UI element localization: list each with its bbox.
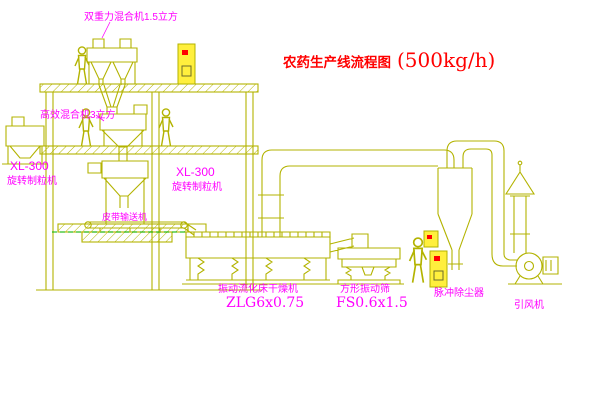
high-efficiency-mixer-body	[99, 104, 148, 161]
rotary-granulator-left	[2, 116, 48, 165]
leader-line-high-eff-mixer	[95, 114, 105, 122]
label-vibrating-sieve: 方形振动筛	[340, 282, 390, 295]
label-granulator-mid-model: XL-300	[176, 165, 215, 179]
exhaust-duct	[258, 149, 455, 237]
double-gravity-mixer-body	[86, 38, 138, 85]
cyclone-body	[437, 167, 473, 270]
dryer-flange-row	[185, 231, 331, 238]
double-gravity-mixer	[86, 38, 138, 85]
label-induced-draft-fan: 引风机	[514, 298, 544, 311]
indicator-light	[427, 235, 432, 239]
label-pulse-dust-collector: 脉冲除尘器	[434, 286, 484, 299]
panel-vent-grille	[181, 65, 192, 77]
floor-slab-top	[39, 83, 259, 93]
fluid-bed-dryer	[185, 223, 331, 281]
dryer-body	[185, 223, 331, 281]
control-panel-top	[177, 43, 196, 85]
label-high-efficiency-mixer: 高效混合机3立方	[40, 108, 116, 121]
building-columns	[36, 92, 262, 291]
label-top-mixer: 双重力混合机1.5立方	[84, 10, 178, 23]
fan-volute	[515, 252, 543, 280]
indicator-light	[182, 50, 188, 55]
rotary-granulator-left-body	[2, 116, 48, 165]
label-fluid-bed-dryer: 振动流化床干燥机	[218, 282, 298, 295]
rotary-granulator-mid	[87, 160, 149, 224]
stack-finial	[517, 160, 523, 166]
label-granulator-left-name: 旋转制粒机	[7, 174, 57, 187]
y-chute	[98, 84, 126, 108]
high-efficiency-mixer	[99, 104, 148, 161]
control-panel-tall-right	[429, 250, 448, 288]
stack-pipe	[504, 165, 536, 253]
control-panel-small-right	[423, 230, 439, 248]
operator-figure-second-floor-right	[158, 108, 174, 147]
exhaust-stack	[504, 160, 536, 253]
panel-vent-grille	[433, 270, 444, 281]
cyclone-outlet-duct	[446, 140, 517, 267]
diagram-title-main: 农药生产线流程图	[282, 54, 391, 70]
conveyor-roller-left	[84, 221, 92, 229]
indicator-light	[434, 256, 440, 261]
rotary-granulator-mid-body	[87, 160, 149, 224]
fan-motor-and-base	[508, 256, 562, 285]
floor-slab-middle	[39, 145, 259, 155]
belt-conveyor	[84, 221, 197, 236]
label-granulator-mid-name: 旋转制粒机	[172, 180, 222, 193]
belt-conveyor-frame	[88, 221, 197, 236]
label-fluid-bed-dryer-model: ZLG6x0.75	[226, 295, 304, 311]
fan-hub	[523, 260, 535, 272]
label-granulator-left-model: XL-300	[10, 159, 49, 173]
leader-line-top-mixer	[101, 21, 111, 39]
label-vibrating-sieve-model: FS0.6x1.5	[336, 295, 408, 311]
induced-draft-fan	[508, 252, 562, 285]
diagram-title-capacity: (500kg/h)	[397, 48, 495, 72]
sieve-body	[329, 233, 401, 285]
label-belt-conveyor: 皮带输送机	[102, 211, 147, 222]
vibrating-sieve	[329, 233, 401, 285]
diagram-title: 农药生产线流程图 (500kg/h)	[282, 48, 495, 72]
conveyor-roller-right	[180, 221, 188, 229]
cyclone-dust-collector	[437, 140, 517, 270]
